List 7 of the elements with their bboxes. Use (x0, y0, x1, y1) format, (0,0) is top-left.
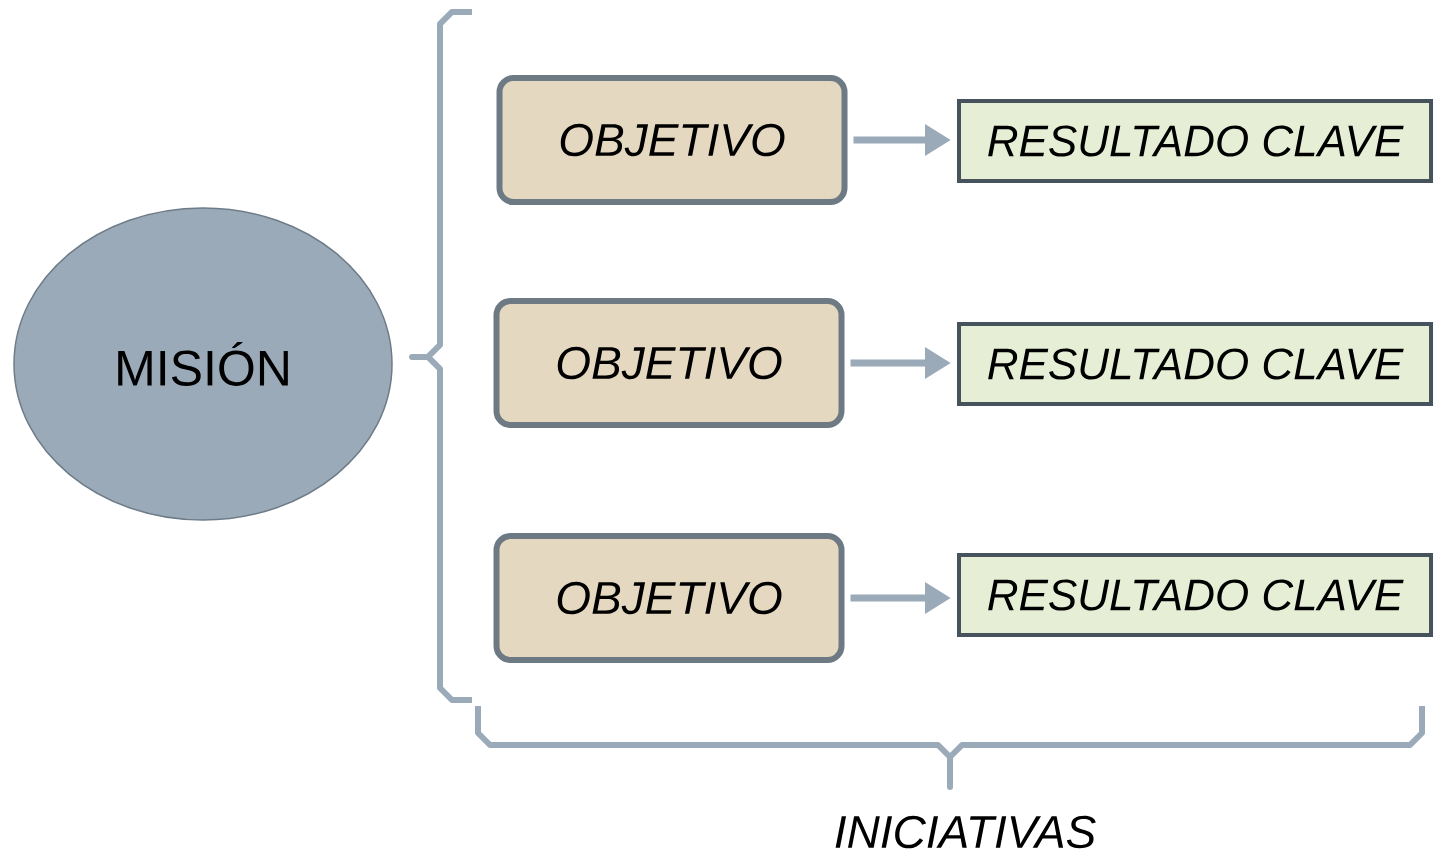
objective-box: OBJETIVO (496, 75, 848, 205)
key-result-box: RESULTADO CLAVE (957, 99, 1433, 183)
objective-box: OBJETIVO (493, 533, 845, 663)
key-result-box: RESULTADO CLAVE (957, 553, 1433, 637)
bracket-label: INICIATIVAS (835, 815, 1096, 849)
key-result-box: RESULTADO CLAVE (957, 322, 1433, 406)
objective-box: OBJETIVO (493, 298, 845, 428)
